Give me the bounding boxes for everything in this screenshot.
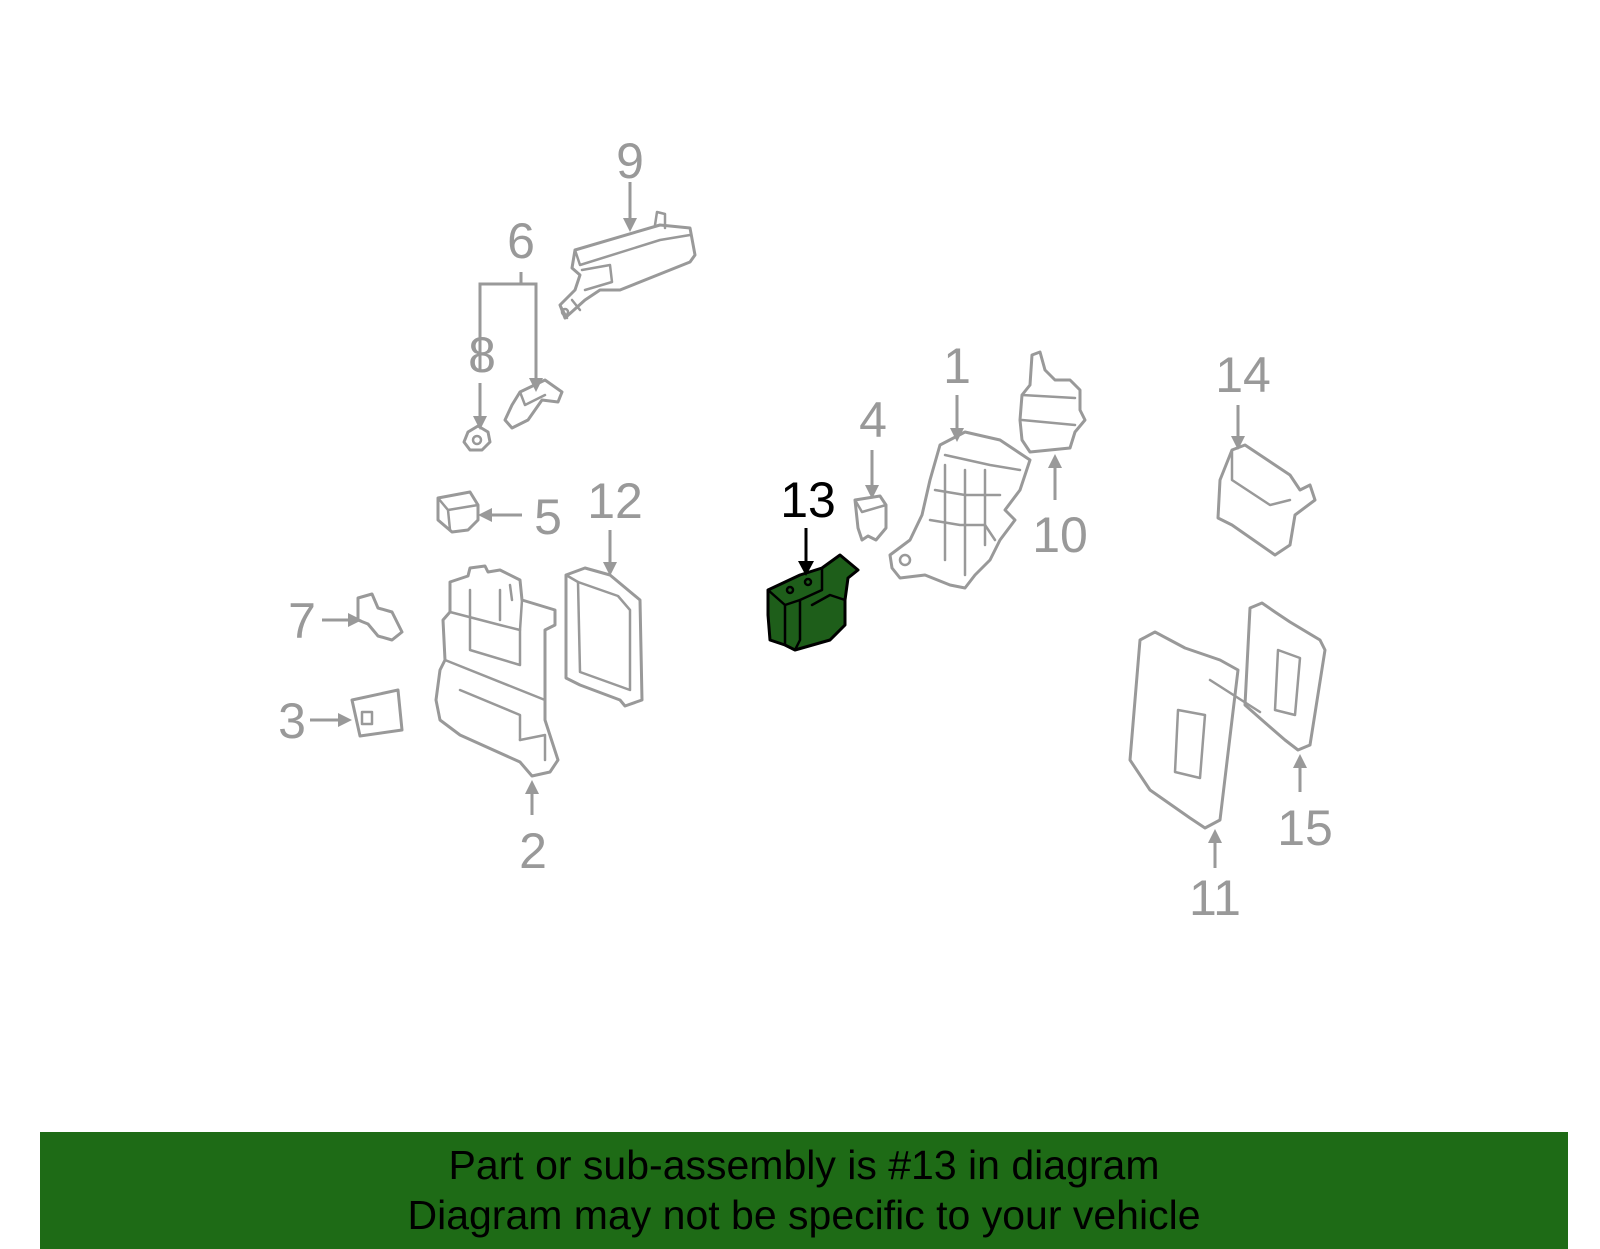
callout-9: 9 [616,133,644,189]
part-10-fusebox [1018,350,1087,454]
callout-2: 2 [519,823,547,879]
callout-1: 1 [943,338,971,394]
callout-12: 12 [587,473,643,529]
callout-11: 11 [1189,870,1241,926]
callout-7: 7 [288,593,316,649]
callout-14: 14 [1215,347,1271,403]
part-2-junction-block [434,564,560,778]
banner-line-disclaimer: Diagram may not be specific to your vehi… [407,1192,1201,1238]
callout-8: 8 [468,327,496,383]
part-15-ecu [1243,601,1327,752]
parts-diagram: 9 6 8 5 12 7 3 2 4 1 10 14 11 15 13 [278,133,1333,926]
callout-6: 6 [507,213,535,269]
part-4-relay [853,494,888,542]
callout-15: 15 [1277,800,1333,856]
callout-4: 4 [859,392,887,448]
banner-line-part: Part or sub-assembly is #13 in diagram [448,1142,1160,1188]
link-line-11-15 [1208,678,1262,714]
callout-3: 3 [278,693,306,749]
part-3-relay [350,688,404,738]
info-banner: Part or sub-assembly is #13 in diagram D… [40,1132,1568,1249]
part-7-clip [356,592,404,642]
part-8-nut [462,424,492,452]
leaders [310,182,1307,868]
part-5-relay [436,490,480,534]
callout-5: 5 [534,489,562,545]
part-11-ecu [1128,630,1240,830]
callout-13-highlighted: 13 [780,472,836,528]
part-14-module [1216,443,1317,557]
callout-10: 10 [1032,507,1088,563]
part-9-module [558,210,697,320]
part-13-highlighted [766,553,860,652]
part-12-module [564,566,644,708]
part-1-bracket [888,430,1032,590]
part-6-connector [503,378,564,430]
